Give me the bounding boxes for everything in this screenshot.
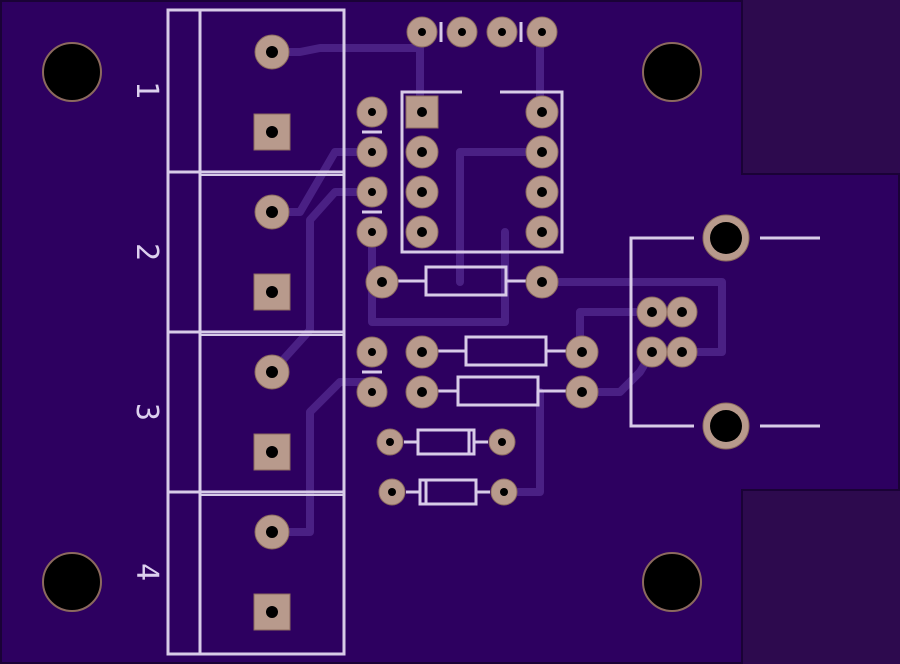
drill-hole [388, 488, 396, 496]
drill-hole [368, 228, 376, 236]
terminal-label-3: 3 [129, 403, 164, 421]
drill-hole [418, 28, 426, 36]
drill-hole [266, 286, 278, 298]
drill-hole [647, 307, 657, 317]
drill-hole [266, 366, 278, 378]
drill-hole [710, 410, 742, 442]
round-pads [254, 16, 750, 550]
drill-hole [368, 188, 376, 196]
drill-hole [498, 28, 506, 36]
drill-hole [266, 126, 278, 138]
drill-hole [647, 347, 657, 357]
trace-t1-top [268, 44, 424, 116]
drill-hole [538, 28, 546, 36]
drill-hole [500, 488, 508, 496]
drill-hole [537, 147, 547, 157]
ic-outline [400, 90, 564, 254]
drill-hole [417, 387, 427, 397]
mounting-hole-top-right [642, 42, 702, 102]
drill-hole [266, 606, 278, 618]
drill-hole [537, 277, 547, 287]
drill-hole [417, 147, 427, 157]
drill-hole [537, 107, 547, 117]
drill-hole [458, 28, 466, 36]
terminal-label-1: 1 [129, 81, 164, 99]
drill-hole [537, 187, 547, 197]
drill-hole [368, 148, 376, 156]
square-pads [253, 95, 439, 631]
mounting-hole-top-left [42, 42, 102, 102]
drill-hole [577, 387, 587, 397]
drill-hole [710, 222, 742, 254]
terminal-label-2: 2 [129, 243, 164, 261]
terminal-label-4: 4 [129, 563, 164, 581]
drill-hole [266, 206, 278, 218]
trace-t3 [268, 188, 376, 376]
drill-hole [368, 348, 376, 356]
component-outlines [362, 22, 820, 506]
mounting-holes [42, 42, 702, 612]
mounting-hole-bottom-left [42, 552, 102, 612]
drill-hole [266, 46, 278, 58]
drill-hole [368, 388, 376, 396]
jack-outline [629, 236, 694, 428]
drill-hole [417, 187, 427, 197]
drill-hole [577, 347, 587, 357]
drill-hole [677, 347, 687, 357]
drill-hole [498, 438, 506, 446]
drill-hole [537, 227, 547, 237]
drill-hole [417, 347, 427, 357]
trace-t4 [268, 378, 376, 536]
terminal-block [166, 8, 346, 656]
trace-ic-left [456, 148, 544, 286]
mounting-hole-bottom-right [642, 552, 702, 612]
drill-hole [368, 108, 376, 116]
drill-hole [677, 307, 687, 317]
drill-hole [417, 227, 427, 237]
drill-hole [266, 446, 278, 458]
drill-hole [386, 438, 394, 446]
drill-hole [377, 277, 387, 287]
drill-hole [417, 107, 427, 117]
drill-hole [266, 526, 278, 538]
